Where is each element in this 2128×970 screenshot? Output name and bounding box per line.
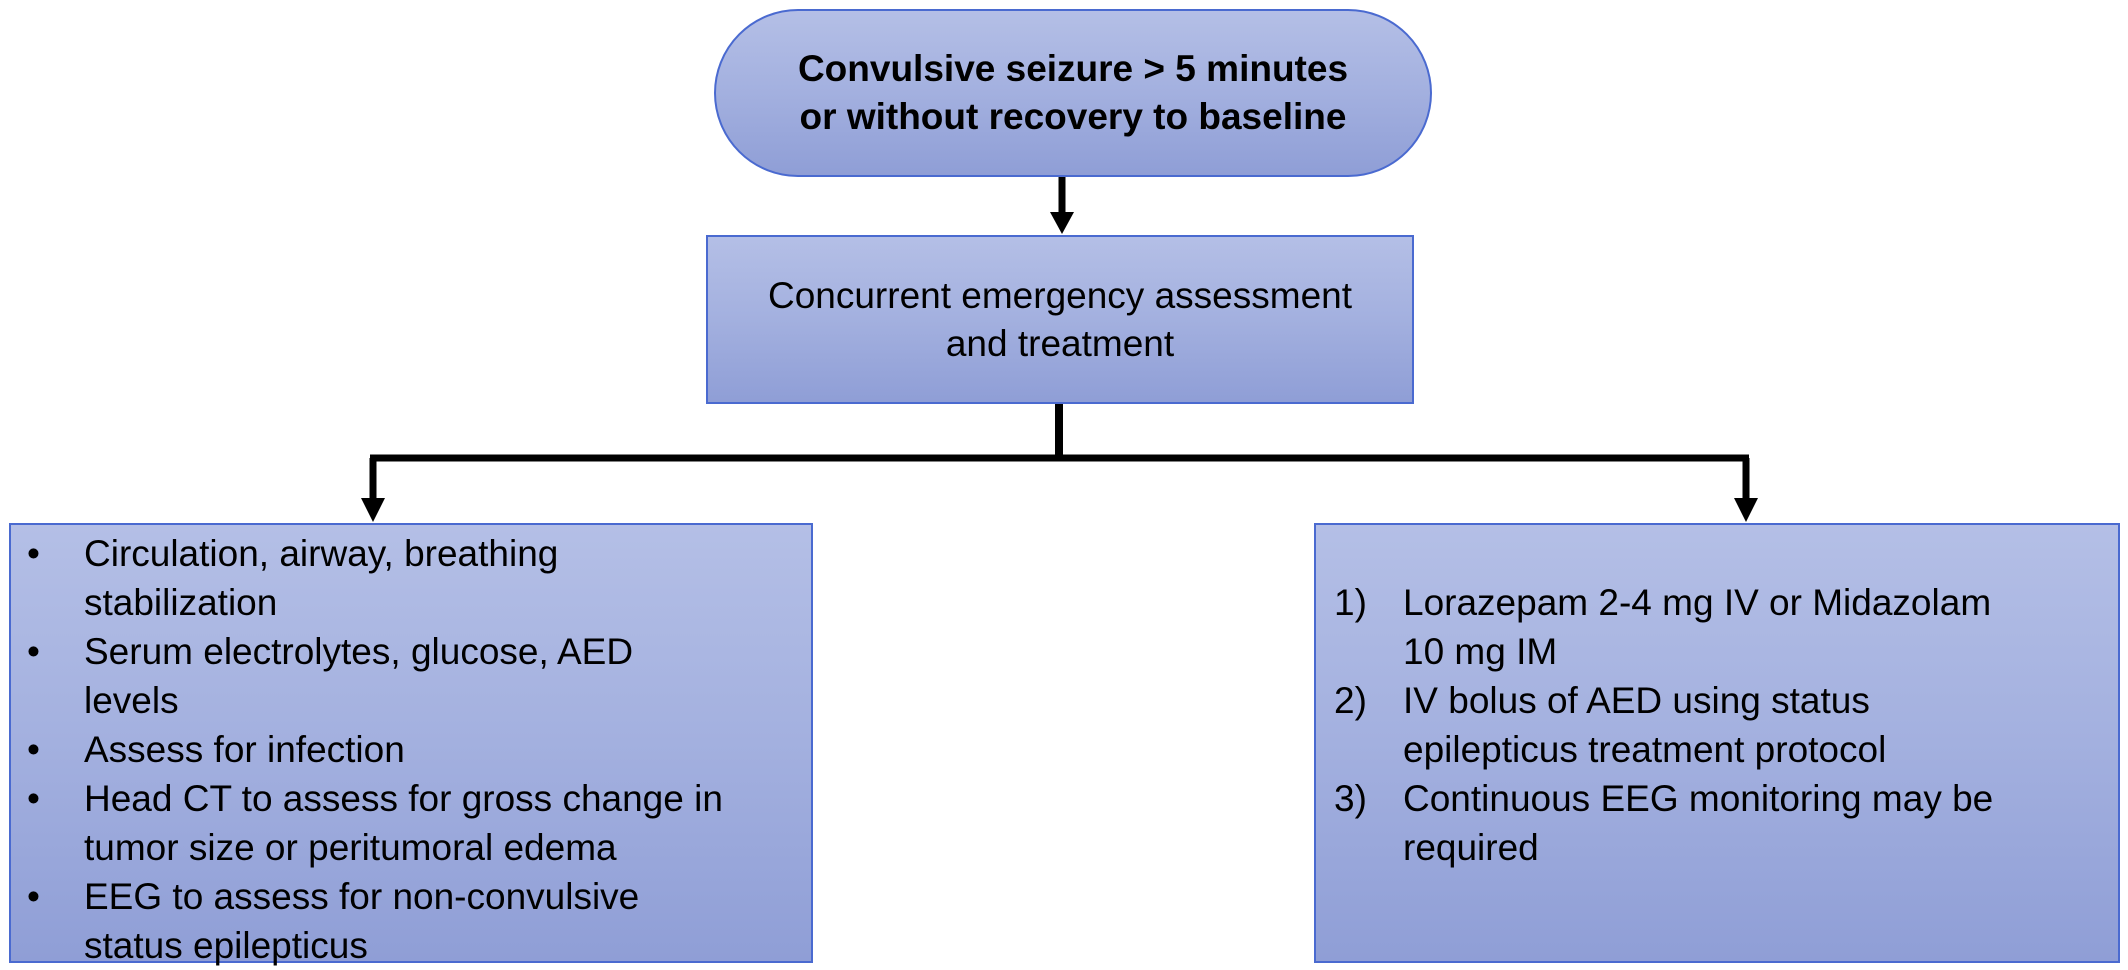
- assessment-line-1: Concurrent emergency assessment: [767, 274, 1353, 316]
- treatment-step: 2) IV bolus of AED using status epilepti…: [1316, 676, 2118, 774]
- arrowhead-workup: [361, 498, 385, 522]
- treatment-step-line: required: [1403, 827, 1539, 868]
- treatment-step-line: IV bolus of AED using status: [1403, 680, 1870, 721]
- workup-item-line: Circulation, airway, breathing: [84, 533, 559, 574]
- workup-item-line: stabilization: [84, 582, 278, 623]
- arrowhead-assessment: [1050, 212, 1074, 234]
- workup-item-line: Head CT to assess for gross change in: [84, 778, 723, 819]
- workup-item: • Head CT to assess for gross change in …: [11, 774, 811, 872]
- start-line-1: Convulsive seizure > 5 minutes: [797, 48, 1349, 89]
- assessment-node: Concurrent emergency assessment and trea…: [706, 235, 1414, 404]
- start-line-2: or without recovery to baseline: [799, 96, 1347, 137]
- start-node: Convulsive seizure > 5 minutes or withou…: [714, 9, 1432, 177]
- bullet-marker: •: [27, 729, 40, 770]
- bullet-marker: •: [27, 876, 40, 917]
- assessment-line-2: and treatment: [945, 322, 1175, 364]
- treatment-step-line: Continuous EEG monitoring may be: [1403, 778, 1994, 819]
- workup-item-line: tumor size or peritumoral edema: [84, 827, 617, 868]
- bullet-marker: •: [27, 631, 40, 672]
- step-number: 1): [1334, 582, 1367, 623]
- treatment-step-line: Lorazepam 2-4 mg IV or Midazolam: [1403, 582, 1992, 623]
- treatment-step-line: 10 mg IM: [1403, 631, 1558, 672]
- treatment-step-line: epilepticus treatment protocol: [1403, 729, 1887, 770]
- workup-item-line: status epilepticus: [84, 925, 368, 966]
- treatment-step: 3) Continuous EEG monitoring may be requ…: [1316, 774, 2118, 872]
- workup-item: • Assess for infection: [11, 725, 811, 774]
- arrowhead-treatment: [1734, 498, 1758, 522]
- bullet-marker: •: [27, 778, 40, 819]
- workup-item: • EEG to assess for non-convulsive statu…: [11, 872, 811, 970]
- workup-item: • Serum electrolytes, glucose, AED level…: [11, 627, 811, 725]
- treatment-step: 1) Lorazepam 2-4 mg IV or Midazolam 10 m…: [1316, 578, 2118, 676]
- workup-item-line: EEG to assess for non-convulsive: [84, 876, 640, 917]
- workup-node: • Circulation, airway, breathing stabili…: [9, 523, 813, 966]
- step-number: 3): [1334, 778, 1367, 819]
- bullet-marker: •: [27, 533, 40, 574]
- step-number: 2): [1334, 680, 1367, 721]
- workup-item-line: Serum electrolytes, glucose, AED: [84, 631, 634, 672]
- workup-item: • Circulation, airway, breathing stabili…: [11, 529, 811, 627]
- workup-item-line: levels: [84, 680, 179, 721]
- treatment-node: 1) Lorazepam 2-4 mg IV or Midazolam 10 m…: [1314, 523, 2120, 963]
- workup-item-line: Assess for infection: [84, 729, 405, 770]
